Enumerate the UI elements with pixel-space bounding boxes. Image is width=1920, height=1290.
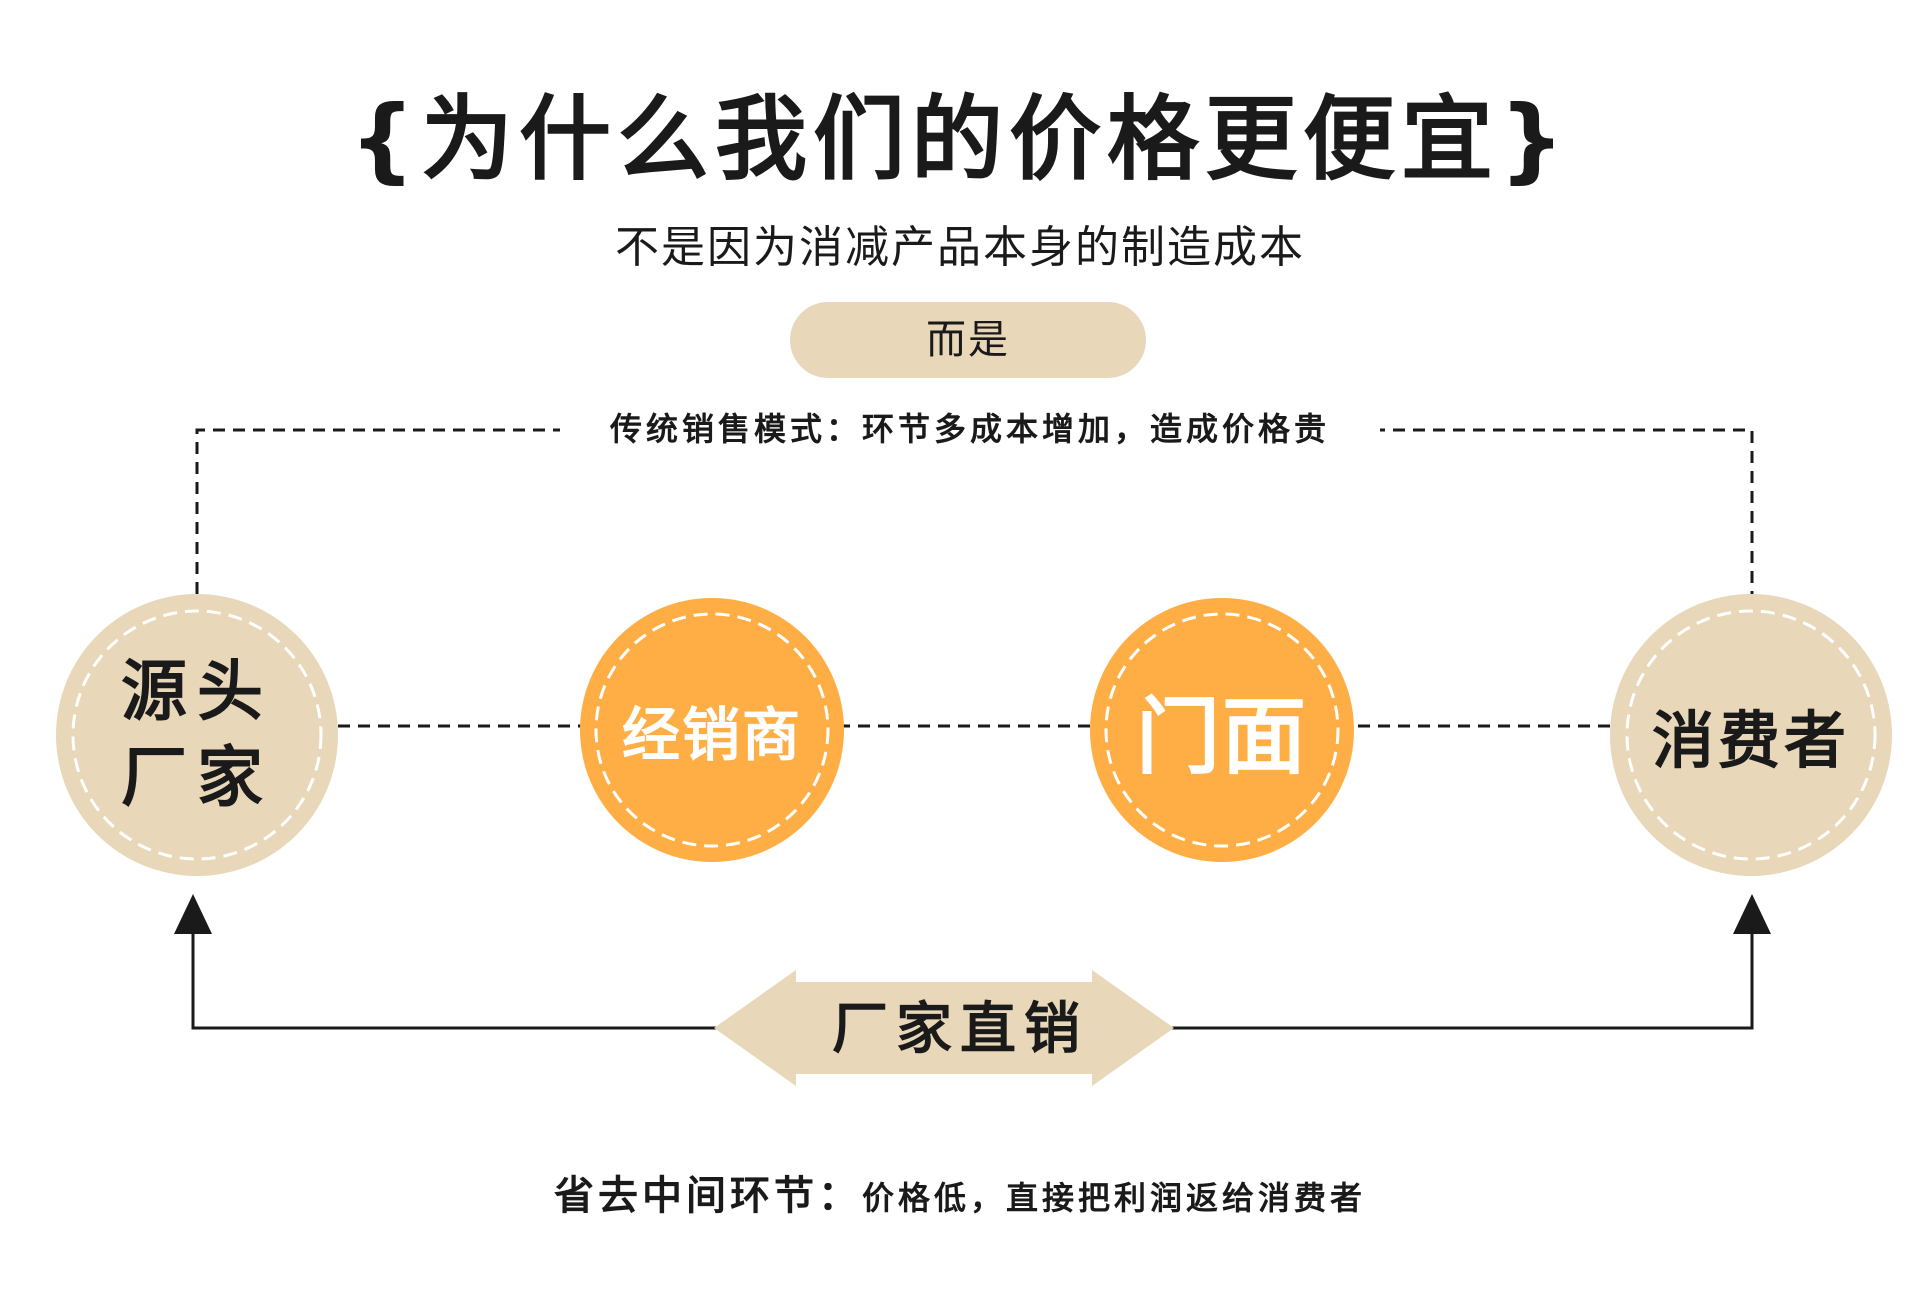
store-circle [1090,598,1354,862]
dealer-circle [580,598,844,862]
intro-pill: 而是 [790,302,1146,378]
arrow-up-right-icon [1733,894,1771,934]
traditional-path-line [195,428,1754,594]
source-circle [56,594,338,876]
direct-banner-shape [714,970,1174,1086]
consumer-circle [1610,594,1892,876]
node-consumer: 消费者 [1610,594,1892,876]
node-source: 源头 厂家 [56,594,338,876]
node-store: 门面 [1090,598,1354,862]
consumer-label: 消费者 [1651,704,1850,777]
direct-sales-label: 厂家直销 [832,997,1088,1062]
subtitle: 不是因为消减产品本身的制造成本 [615,222,1305,273]
store-label: 门面 [1135,687,1308,786]
node-dealer: 经销商 [580,598,844,862]
page-title: {为什么我们的价格更便宜} [349,86,1571,193]
arrow-up-left-icon [174,894,212,934]
bottom-lead: 省去中间环节： [553,1173,862,1219]
bottom-note: 省去中间环节：价格低，直接把利润返给消费者 [0,1168,1920,1232]
source-line2: 厂家 [121,739,273,816]
bottom-detail: 价格低，直接把利润返给消费者 [861,1179,1366,1217]
dealer-label: 经销商 [621,701,802,769]
source-line1: 源头 [121,653,273,730]
traditional-label: 传统销售模式：环节多成本增加，造成价格贵 [560,404,1380,454]
